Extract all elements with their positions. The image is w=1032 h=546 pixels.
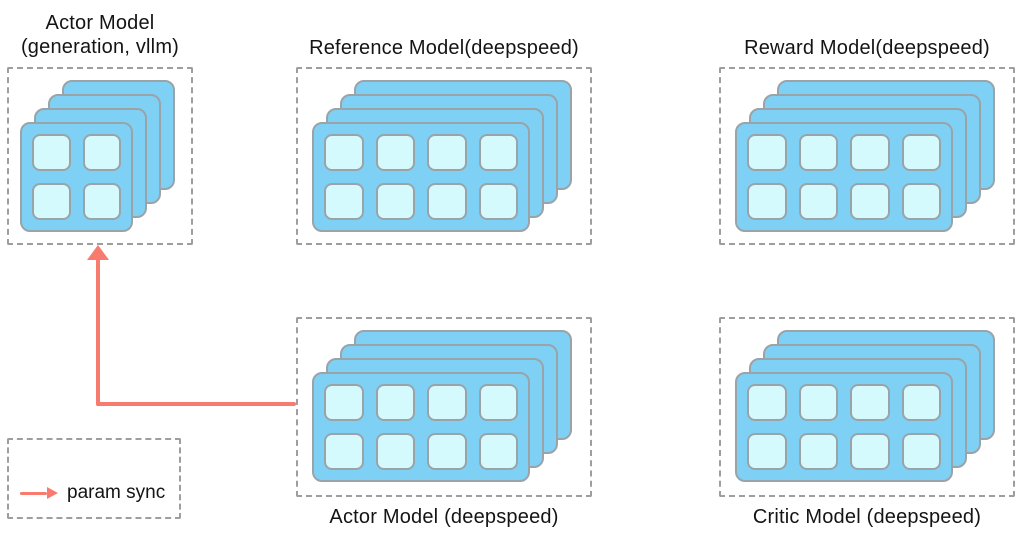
gpu-cell bbox=[901, 384, 941, 421]
critic-model-box bbox=[719, 317, 1015, 497]
gpu-cell bbox=[747, 134, 787, 171]
gpu-cell bbox=[375, 183, 415, 220]
gpu-stack bbox=[20, 80, 175, 232]
gpu-cell bbox=[427, 433, 467, 470]
gpu-cell bbox=[901, 433, 941, 470]
gpu-stack bbox=[312, 80, 572, 232]
legend-row: param sync bbox=[20, 482, 165, 504]
param-sync-arrow-vertical-line bbox=[96, 257, 100, 406]
gpu-card bbox=[312, 372, 530, 482]
gpu-cell-grid bbox=[22, 124, 131, 230]
param-sync-arrowhead-right-icon bbox=[47, 487, 58, 499]
gpu-cell bbox=[478, 134, 518, 171]
gpu-cell bbox=[901, 134, 941, 171]
legend-box: param sync bbox=[7, 438, 181, 519]
gpu-cell-grid bbox=[737, 374, 951, 480]
gpu-cell bbox=[478, 384, 518, 421]
reference-model-box bbox=[296, 67, 592, 245]
param-sync-arrow-horizontal-line bbox=[96, 402, 296, 406]
gpu-cell bbox=[324, 134, 364, 171]
gpu-cell bbox=[32, 134, 71, 171]
gpu-cell bbox=[82, 183, 121, 220]
reward-model-title: Reward Model(deepspeed) bbox=[744, 37, 990, 59]
gpu-cell bbox=[850, 183, 890, 220]
gpu-cell bbox=[427, 384, 467, 421]
gpu-cell bbox=[375, 134, 415, 171]
gpu-cell bbox=[850, 134, 890, 171]
gpu-cell bbox=[798, 433, 838, 470]
gpu-cell bbox=[324, 183, 364, 220]
param-sync-arrow-icon bbox=[20, 491, 47, 495]
gpu-cell bbox=[82, 134, 121, 171]
gpu-cell bbox=[747, 384, 787, 421]
gpu-cell bbox=[375, 433, 415, 470]
gpu-cell-grid bbox=[314, 124, 528, 230]
gpu-cell bbox=[478, 183, 518, 220]
critic-model-title: Critic Model (deepspeed) bbox=[752, 506, 982, 528]
gpu-cell-grid bbox=[737, 124, 951, 230]
gpu-cell bbox=[747, 433, 787, 470]
gpu-stack bbox=[735, 80, 995, 232]
reference-model-title: Reference Model(deepspeed) bbox=[309, 37, 579, 59]
gpu-cell bbox=[901, 183, 941, 220]
gpu-cell bbox=[478, 433, 518, 470]
gpu-card bbox=[735, 122, 953, 232]
gpu-cell bbox=[427, 183, 467, 220]
gpu-cell-grid bbox=[314, 374, 528, 480]
actor-deepspeed-box bbox=[296, 317, 592, 497]
gpu-cell bbox=[427, 134, 467, 171]
param-sync-arrowhead-up-icon bbox=[87, 245, 109, 260]
actor-vllm-box bbox=[7, 67, 193, 245]
gpu-cell bbox=[798, 183, 838, 220]
gpu-cell bbox=[324, 384, 364, 421]
gpu-cell bbox=[850, 384, 890, 421]
actor-deepspeed-title: Actor Model (deepspeed) bbox=[329, 506, 559, 528]
gpu-cell bbox=[375, 384, 415, 421]
gpu-cell bbox=[747, 183, 787, 220]
gpu-cell bbox=[324, 433, 364, 470]
actor-vllm-title: Actor Model (generation, vllm) bbox=[20, 12, 180, 58]
gpu-card bbox=[312, 122, 530, 232]
gpu-cell bbox=[32, 183, 71, 220]
gpu-cell bbox=[798, 384, 838, 421]
gpu-stack bbox=[735, 330, 995, 482]
gpu-cell bbox=[798, 134, 838, 171]
gpu-card bbox=[20, 122, 133, 232]
reward-model-box bbox=[719, 67, 1015, 245]
gpu-card bbox=[735, 372, 953, 482]
gpu-cell bbox=[850, 433, 890, 470]
gpu-stack bbox=[312, 330, 572, 482]
legend-label: param sync bbox=[67, 482, 166, 503]
